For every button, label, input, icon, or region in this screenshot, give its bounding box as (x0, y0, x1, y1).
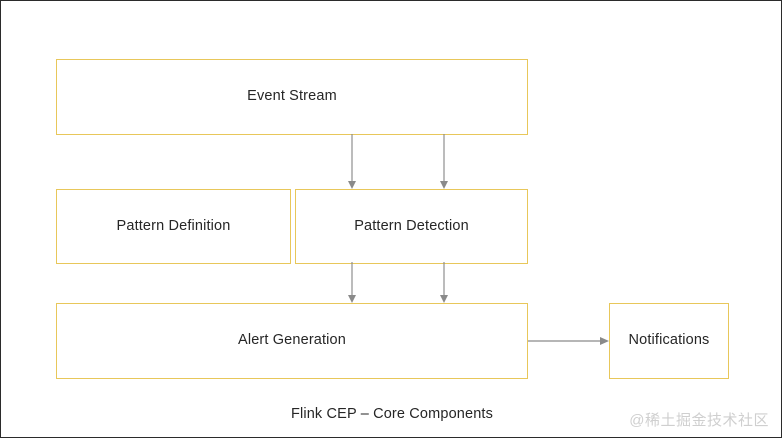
arrow-pattern-detection-to-alert-generation-left (348, 262, 356, 303)
node-label-alert-generation: Alert Generation (238, 332, 346, 349)
node-pattern-detection[interactable]: Pattern Detection (295, 189, 528, 264)
node-label-pattern-definition: Pattern Definition (116, 217, 231, 234)
node-label-notifications: Notifications (628, 332, 710, 349)
arrow-event-stream-to-pattern-detection-right (440, 134, 448, 189)
arrow-pattern-detection-to-alert-generation-right (440, 262, 448, 303)
node-alert-generation[interactable]: Alert Generation (56, 303, 528, 379)
node-pattern-definition[interactable]: Pattern Definition (56, 189, 291, 264)
node-label-pattern-detection: Pattern Detection (354, 217, 469, 234)
diagram-caption: Flink CEP – Core Components (290, 406, 494, 422)
node-event-stream[interactable]: Event Stream (56, 59, 528, 135)
watermark: @稀土掘金技术社区 (629, 412, 769, 429)
node-notifications[interactable]: Notifications (609, 303, 729, 379)
node-label-event-stream: Event Stream (247, 88, 337, 105)
arrow-event-stream-to-pattern-detection-left (348, 134, 356, 189)
arrow-alert-generation-to-notifications (528, 337, 609, 345)
